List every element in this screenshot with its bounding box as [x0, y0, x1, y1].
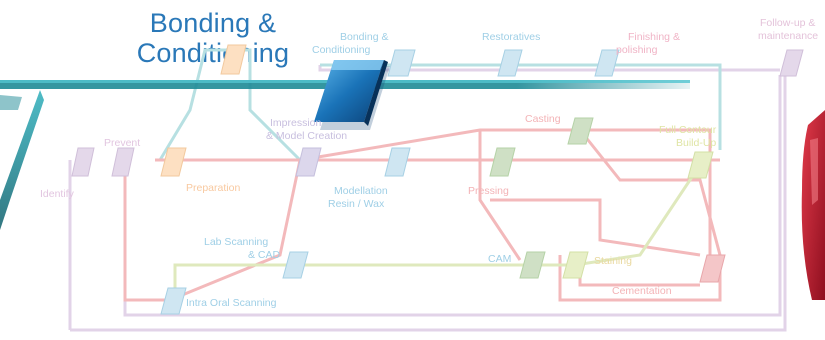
active-station-title-line2: Conditioning	[136, 38, 290, 68]
label-bonding-top-line1: Bonding &	[340, 31, 388, 43]
route-red	[123, 128, 722, 302]
label-casting: Casting	[525, 113, 561, 125]
station-marker-restoratives[interactable]	[497, 49, 523, 77]
station-marker-impression[interactable]	[295, 147, 322, 177]
label-modellation-line2: Resin / Wax	[328, 198, 385, 210]
station-marker-followup[interactable]	[779, 49, 804, 77]
route-teal-light	[158, 48, 722, 162]
route-lines	[68, 48, 787, 332]
station-marker-pressing[interactable]	[489, 147, 516, 177]
label-preparation: Preparation	[186, 182, 240, 194]
station-marker-casting[interactable]	[567, 117, 594, 145]
label-pressing: Pressing	[468, 185, 509, 197]
label-finishing-line1: Finishing &	[628, 31, 680, 43]
station-marker-cementation[interactable]	[699, 254, 726, 283]
label-staining: Staining	[594, 255, 632, 267]
label-finishing-line2: polishing	[616, 44, 658, 56]
label-modellation-line1: Modellation	[334, 185, 388, 197]
label-impression-line2: & Model Creation	[266, 130, 347, 142]
label-identify: Identify	[40, 188, 75, 200]
label-prevent: Prevent	[104, 137, 140, 149]
label-bonding-top-line2: Conditioning	[312, 44, 371, 56]
label-followup-line1: Follow-up &	[760, 17, 815, 29]
label-full-contour-line2: Build-Up	[676, 137, 716, 149]
station-marker-full-contour[interactable]	[687, 151, 714, 179]
label-lab-scanning-line2: & CAD	[248, 249, 281, 261]
label-impression-line1: Impression	[270, 117, 322, 129]
label-intra-oral: Intra Oral Scanning	[186, 297, 277, 309]
station-marker-lab-scanning[interactable]	[282, 251, 309, 279]
label-followup-line2: maintenance	[758, 30, 818, 42]
label-full-contour-line1: Full Contour	[659, 124, 717, 136]
station-marker-finishing[interactable]	[594, 49, 620, 77]
station-marker-intra-oral[interactable]	[160, 287, 187, 315]
active-station-title: Bonding & Conditioning	[98, 8, 328, 68]
station-marker-prevent[interactable]	[111, 147, 135, 177]
station-marker-preparation-top[interactable]	[220, 44, 247, 75]
station-marker-preparation[interactable]	[160, 147, 187, 177]
station-marker-staining[interactable]	[562, 251, 589, 279]
route-green	[173, 164, 702, 300]
station-marker-identify[interactable]	[71, 147, 95, 177]
product-image	[801, 110, 825, 300]
label-lab-scanning-line1: Lab Scanning	[204, 236, 268, 248]
station-labels: Bonding & Conditioning Restoratives Fini…	[40, 17, 818, 309]
active-station-marker[interactable]	[314, 60, 390, 130]
label-cam: CAM	[488, 253, 511, 265]
station-marker-modellation[interactable]	[384, 147, 411, 177]
station-marker-cam[interactable]	[519, 251, 546, 279]
label-restoratives: Restoratives	[482, 31, 540, 43]
station-marker-bonding[interactable]	[387, 49, 416, 77]
label-cementation: Cementation	[612, 285, 672, 297]
active-station-title-line1: Bonding &	[149, 8, 277, 38]
station-markers	[71, 44, 804, 315]
